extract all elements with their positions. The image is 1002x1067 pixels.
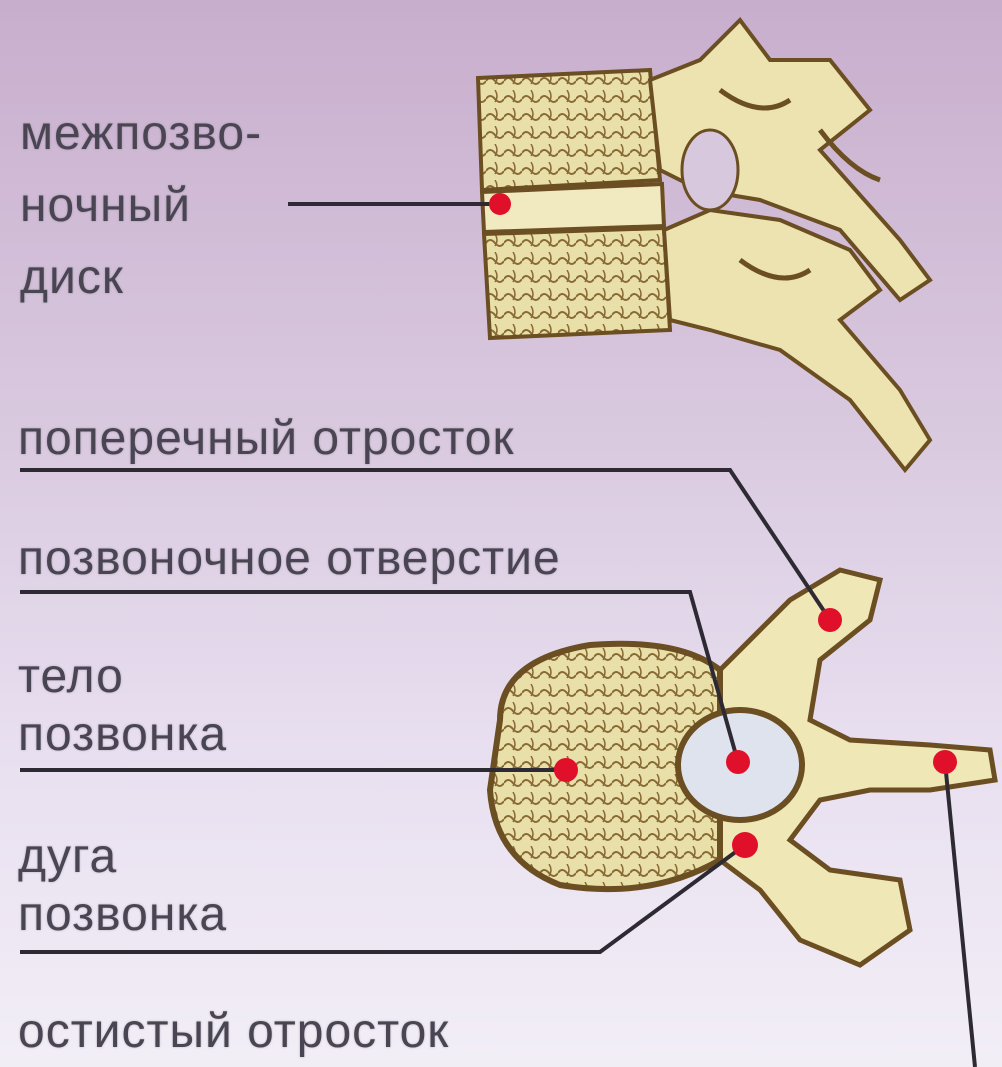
label-transverse-process: поперечный отросток: [18, 412, 515, 466]
marker-arch: [732, 832, 758, 858]
marker-spinous: [933, 750, 957, 774]
label-spinous-process: остистый отросток: [18, 1005, 449, 1059]
marker-transverse: [818, 608, 842, 632]
label-vertebral-arch: дуга позвонка: [18, 828, 227, 944]
marker-disc: [489, 193, 511, 215]
label-body-line2: позвонка: [18, 706, 227, 764]
leader-spinous: [945, 762, 975, 1067]
label-disc: межпозво- ночный диск: [20, 98, 262, 314]
label-vertebral-body: тело позвонка: [18, 648, 227, 764]
label-disc-line1: межпозво-: [20, 98, 262, 170]
side-view-vertebrae: [478, 20, 930, 470]
label-arch-line2: позвонка: [18, 886, 227, 944]
label-arch-line1: дуга: [18, 828, 227, 886]
label-vertebral-foramen: позвоночное отверстие: [18, 532, 561, 586]
label-body-line1: тело: [18, 648, 227, 706]
label-disc-line3: диск: [20, 242, 262, 314]
marker-body: [554, 758, 578, 782]
label-disc-line2: ночный: [20, 170, 262, 242]
marker-foramen: [726, 750, 750, 774]
